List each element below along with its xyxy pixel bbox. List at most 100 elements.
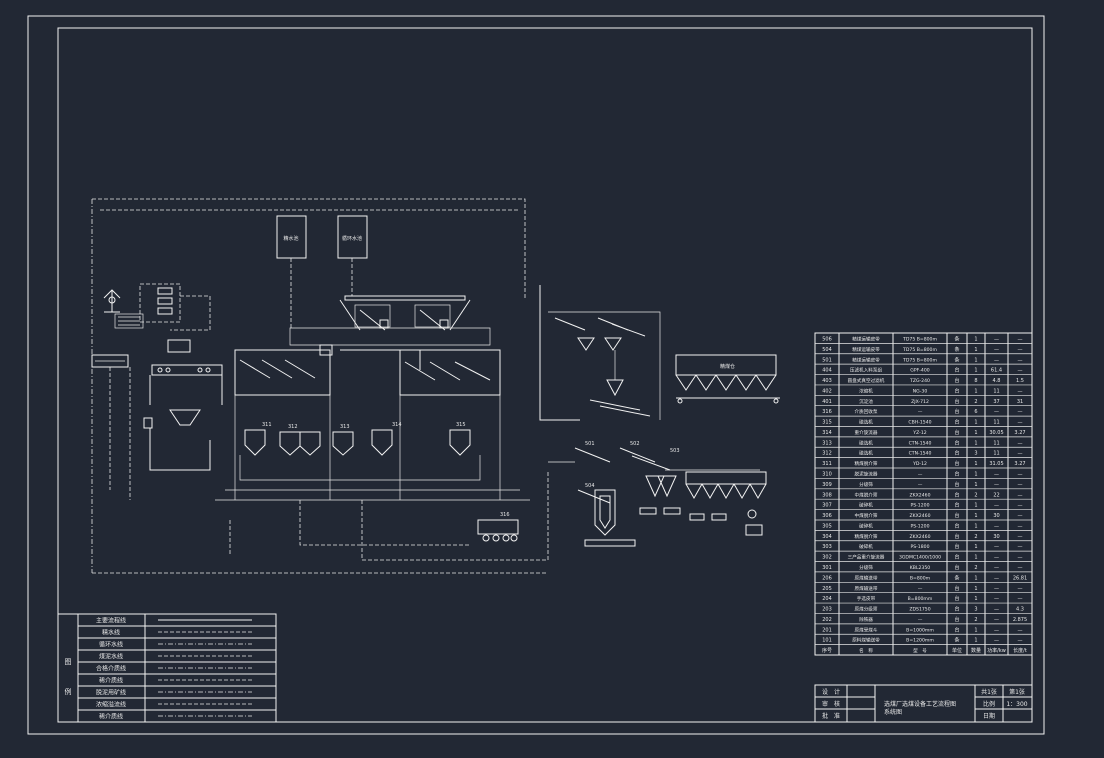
table-header-cell: 功率/kw <box>987 647 1006 654</box>
table-cell: 台 <box>954 450 959 457</box>
table-cell: 条 <box>954 346 959 353</box>
table-cell: 1 <box>974 461 977 467</box>
table-cell: 精煤脱介筛 <box>855 460 878 467</box>
table-cell: 台 <box>954 564 959 571</box>
table-cell: 1 <box>974 503 977 509</box>
table-cell: 台 <box>954 367 959 374</box>
table-cell: 1 <box>974 368 977 374</box>
table-cell: 11 <box>993 440 999 446</box>
table-cell: 台 <box>954 387 959 394</box>
table-cell: 2.875 <box>1013 617 1027 623</box>
table-cell: 3.27 <box>1014 461 1025 467</box>
tag-504: 504 <box>585 483 595 489</box>
title-block: 设 计 审 核 批 准 选煤厂选煤设备工艺流程图 系统图 共1张 第1张 比例 … <box>814 684 1033 723</box>
table-cell: 4.3 <box>1016 607 1024 613</box>
table-cell: 精煤脱介筛 <box>855 533 878 540</box>
table-cell: 1 <box>974 440 977 446</box>
table-cell: 205 <box>822 586 832 592</box>
table-cell: — <box>994 565 999 571</box>
table-cell: YD-12 <box>912 461 927 467</box>
table-cell: — <box>1018 440 1023 446</box>
table-cell: 圆盘式真空过滤机 <box>848 377 885 384</box>
tb-review: 审 核 <box>822 700 840 708</box>
table-cell: 30 <box>993 534 999 540</box>
table-cell: 破碎机 <box>859 543 873 550</box>
table-cell: ZKX2460 <box>910 513 931 519</box>
outer-frame <box>27 15 1045 735</box>
table-cell: 101 <box>822 638 832 644</box>
table-cell: 1 <box>974 513 977 519</box>
table-cell: — <box>1018 544 1023 550</box>
table-cell: 台 <box>954 460 959 467</box>
table-cell: CTN-1540 <box>909 440 932 446</box>
table-cell: 2 <box>974 399 977 405</box>
table-cell: — <box>1018 472 1023 478</box>
table-cell: — <box>994 627 999 633</box>
tag-315: 315 <box>456 422 466 428</box>
table-cell: 1 <box>974 544 977 550</box>
table-cell: ZKX2460 <box>910 534 931 540</box>
table-cell: 11 <box>993 388 999 394</box>
table-cell: — <box>994 409 999 415</box>
table-cell: 台 <box>954 626 959 633</box>
table-cell: 沉淀池 <box>859 398 873 405</box>
table-cell: — <box>994 336 999 342</box>
legend-side-title-1: 图 <box>65 658 72 666</box>
legend-label: 脱泥用矿线 <box>96 689 126 697</box>
table-cell: 61.4 <box>991 368 1002 374</box>
scale-label: 比例 <box>983 700 995 708</box>
legend-label: 煤泥水线 <box>99 653 123 661</box>
table-cell: ZJX-712 <box>911 399 929 405</box>
table-cell: 402 <box>822 388 832 394</box>
table-cell: PS-1200 <box>910 503 929 509</box>
table-cell: 31.05 <box>989 461 1003 467</box>
circulating-tank-label: 循环水池 <box>342 235 362 242</box>
table-cell: 203 <box>822 607 832 613</box>
table-cell: 原煤分级筛 <box>855 606 878 613</box>
table-cell: 2 <box>974 492 977 498</box>
table-cell: NG-30 <box>913 388 928 394</box>
table-cell: — <box>1018 368 1023 374</box>
sheet-total: 共1张 <box>981 688 997 696</box>
table-cell: 台 <box>954 398 959 405</box>
table-cell: TD75 B=800m <box>902 347 937 353</box>
legend-label: 浓缩溢流线 <box>96 701 126 709</box>
table-cell: 台 <box>954 481 959 488</box>
table-header-cell: 长度/t <box>1013 647 1027 654</box>
table-cell: 305 <box>822 523 832 529</box>
table-cell: 1 <box>974 523 977 529</box>
legend-label: 循环水线 <box>99 641 123 649</box>
water-tank-box <box>276 215 307 259</box>
table-cell: — <box>1018 523 1023 529</box>
table-cell: 30 <box>993 513 999 519</box>
tag-502: 502 <box>630 441 640 447</box>
table-header-cell: 单位 <box>952 647 962 654</box>
table-cell: — <box>1018 347 1023 353</box>
table-cell: 4.8 <box>993 378 1001 384</box>
table-cell: — <box>994 357 999 363</box>
table-cell: — <box>1018 503 1023 509</box>
table-cell: 2 <box>974 534 977 540</box>
table-cell: 316 <box>822 409 832 415</box>
table-cell: 2 <box>974 565 977 571</box>
clean-coal-bins: 精煤仓 <box>675 354 780 404</box>
table-cell: CBH-1540 <box>908 420 931 426</box>
tag-503: 503 <box>670 448 680 454</box>
legend-label: 主要流程线 <box>96 617 126 625</box>
table-cell: 台 <box>954 595 959 602</box>
table-cell: 11 <box>993 451 999 457</box>
table-cell: TZG-240 <box>909 378 930 384</box>
table-header-cell: 序号 <box>822 647 832 654</box>
legend-side-title-2: 例 <box>65 687 72 696</box>
table-cell: 破碎机 <box>859 522 873 529</box>
table-cell: — <box>994 555 999 561</box>
table-cell: 1 <box>974 420 977 426</box>
table-cell: 1 <box>974 347 977 353</box>
table-cell: B=1000mm <box>906 627 934 633</box>
sheet-no: 第1张 <box>1009 688 1025 696</box>
tag-316: 316 <box>500 512 510 518</box>
table-cell: — <box>1018 627 1023 633</box>
screen-bank <box>234 344 501 500</box>
table-cell: 台 <box>954 429 959 436</box>
